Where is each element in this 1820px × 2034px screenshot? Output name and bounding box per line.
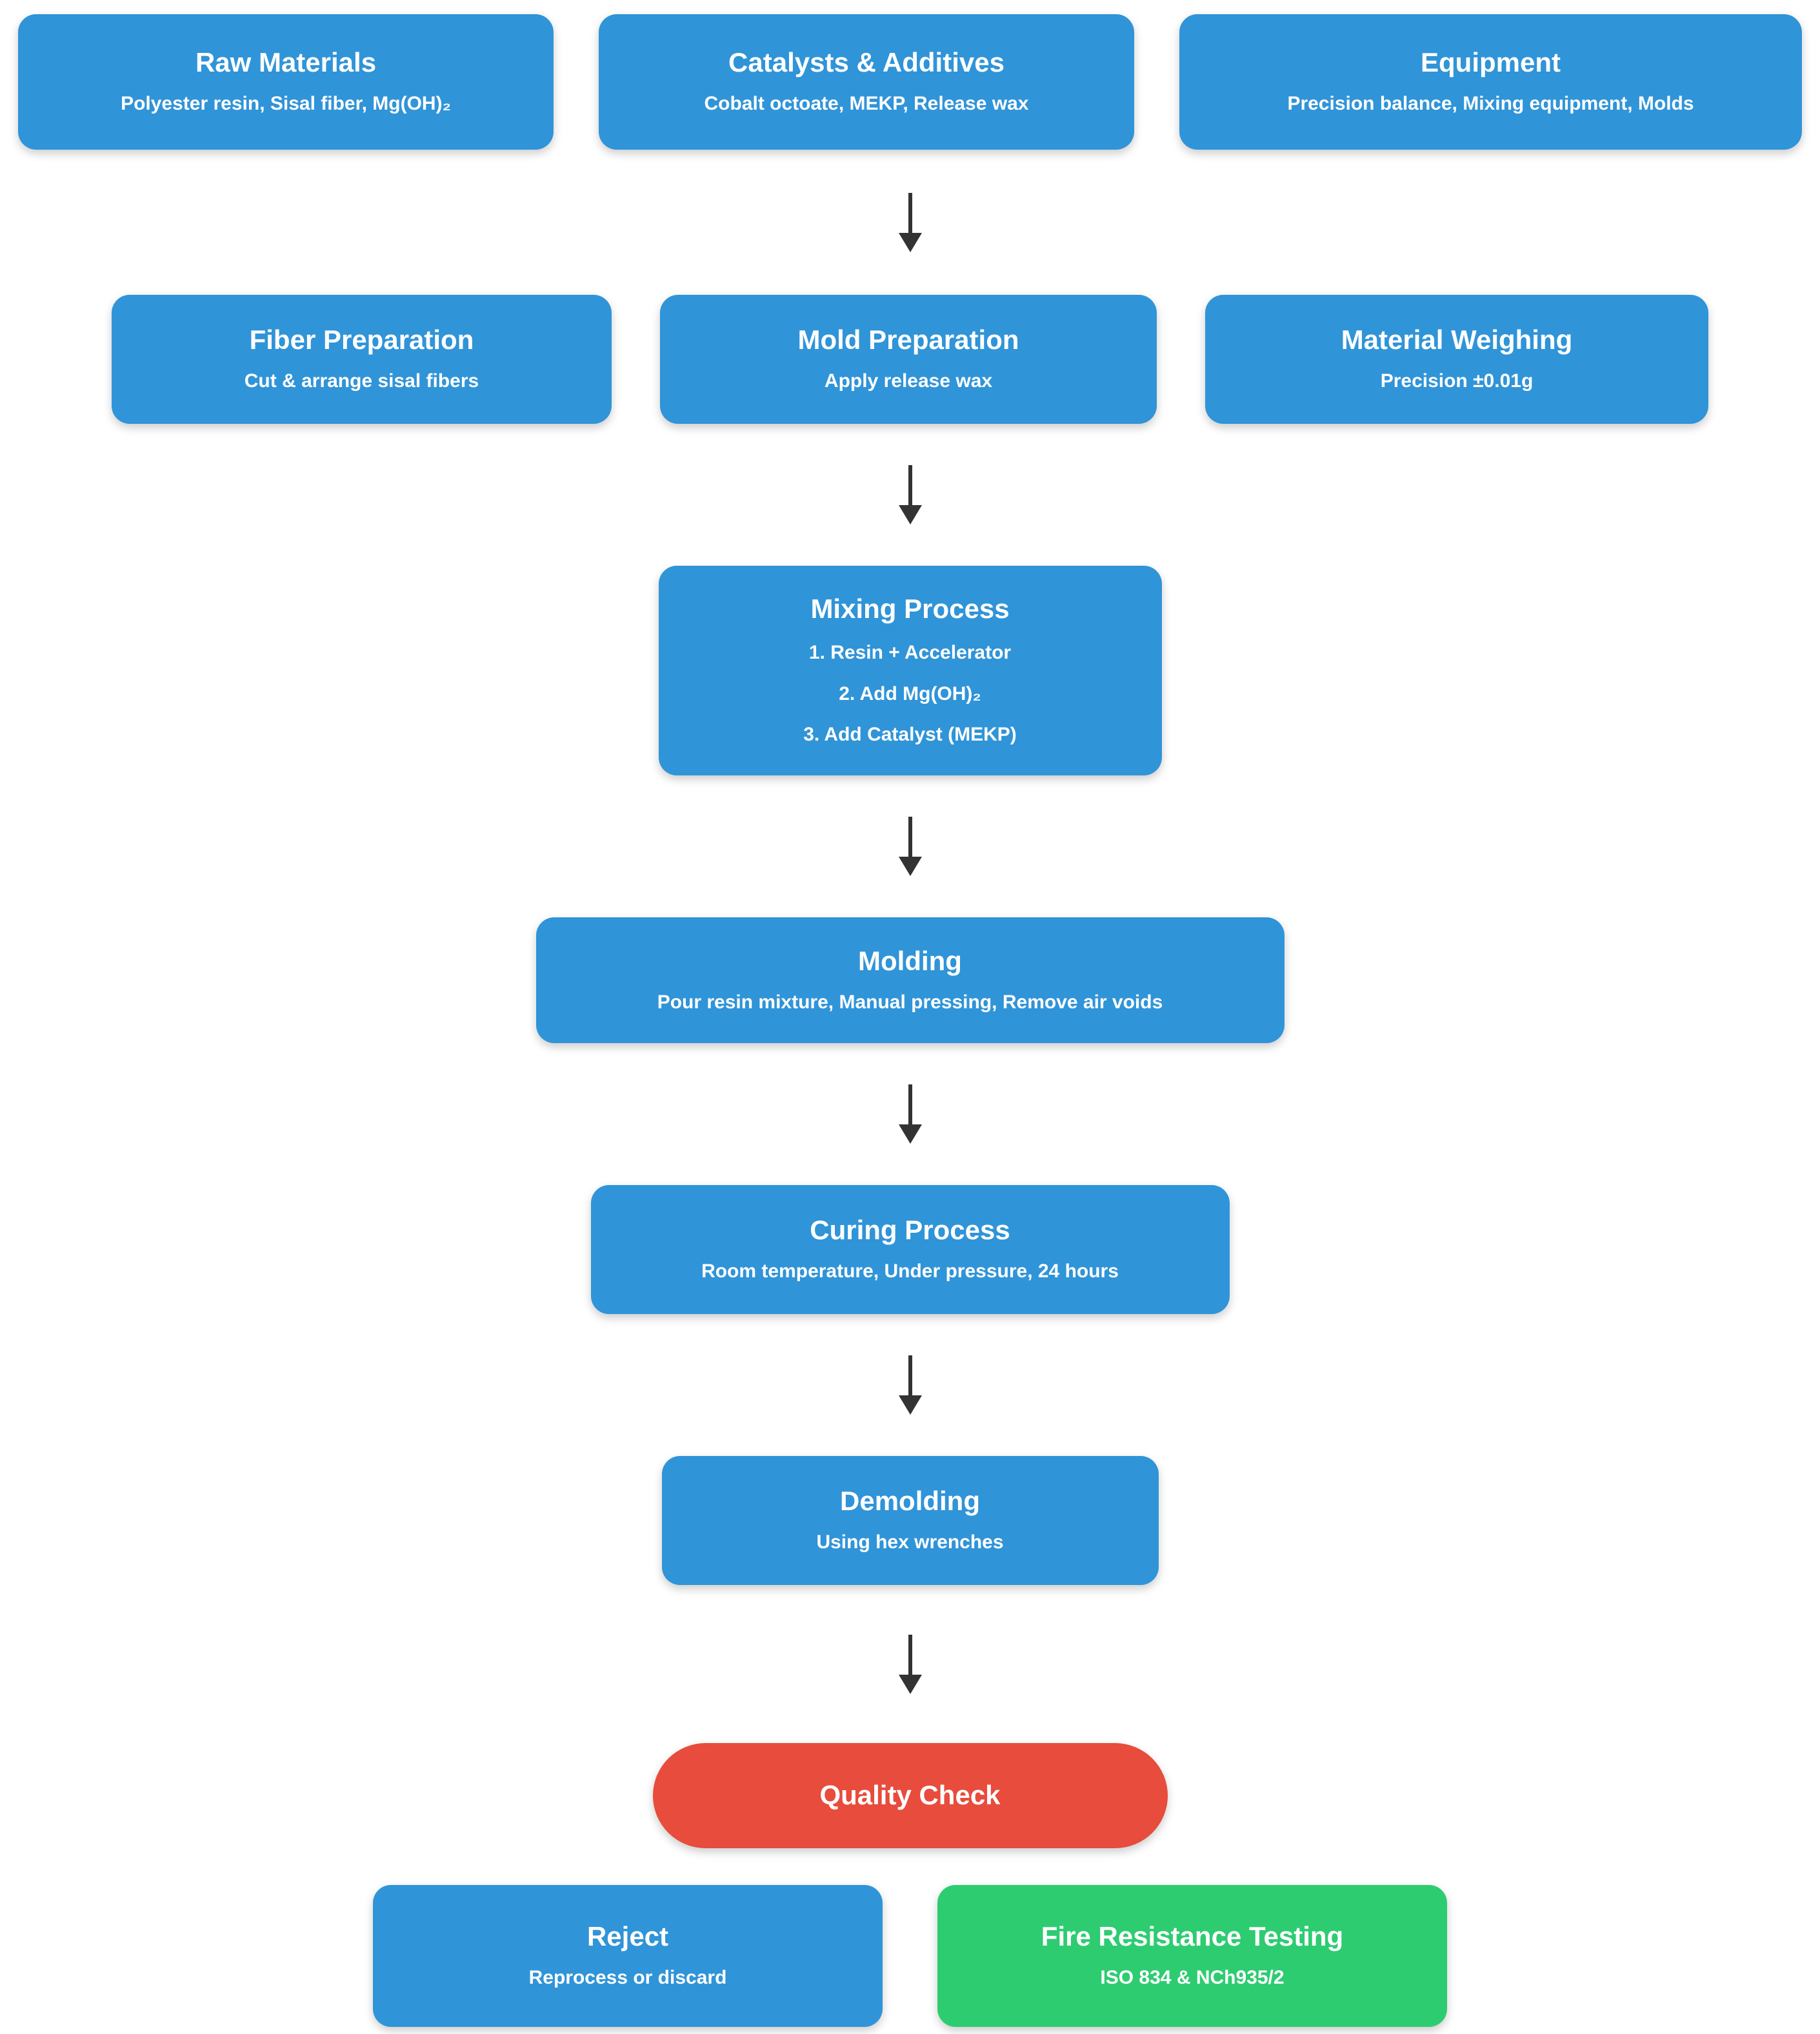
node-mixing-process: Mixing Process 1. Resin + Accelerator 2.… — [658, 566, 1162, 775]
row-curing: Curing Process Room temperature, Under p… — [590, 1185, 1230, 1314]
node-quality-check: Quality Check — [652, 1743, 1168, 1848]
node-catalysts-additives: Catalysts & Additives Cobalt octoate, ME… — [599, 14, 1134, 150]
node-title: Molding — [858, 945, 962, 976]
down-arrow-icon — [898, 465, 922, 524]
down-arrow-icon — [898, 817, 922, 876]
row-inputs: Raw Materials Polyester resin, Sisal fib… — [18, 14, 1802, 150]
node-title: Fiber Preparation — [249, 324, 474, 355]
node-subtitle: ISO 834 & NCh935/2 — [1100, 1967, 1285, 1989]
row-outcomes: Reject Reprocess or discard Fire Resista… — [373, 1885, 1447, 2027]
down-arrow-icon — [898, 1355, 922, 1415]
node-title: Mold Preparation — [797, 324, 1019, 355]
node-mold-preparation: Mold Preparation Apply release wax — [660, 295, 1157, 424]
node-subtitle: Cut & arrange sisal fibers — [244, 370, 479, 392]
node-subtitle: Precision balance, Mixing equipment, Mol… — [1287, 93, 1694, 115]
flow-connector — [896, 1585, 925, 1743]
node-demolding: Demolding Using hex wrenches — [661, 1456, 1159, 1585]
mixing-step-2: 2. Add Mg(OH)₂ — [839, 683, 981, 704]
node-title: Equipment — [1421, 47, 1561, 78]
node-fiber-preparation: Fiber Preparation Cut & arrange sisal fi… — [112, 295, 612, 424]
row-mixing: Mixing Process 1. Resin + Accelerator 2.… — [658, 566, 1162, 775]
down-arrow-icon — [898, 1634, 922, 1694]
node-title: Curing Process — [810, 1215, 1010, 1246]
node-material-weighing: Material Weighing Precision ±0.01g — [1205, 295, 1708, 424]
node-equipment: Equipment Precision balance, Mixing equi… — [1179, 14, 1802, 150]
node-subtitle: Apply release wax — [824, 370, 993, 392]
node-subtitle: Cobalt octoate, MEKP, Release wax — [704, 93, 1029, 115]
node-title: Mixing Process — [810, 593, 1010, 624]
node-raw-materials: Raw Materials Polyester resin, Sisal fib… — [18, 14, 554, 150]
node-curing-process: Curing Process Room temperature, Under p… — [590, 1185, 1230, 1314]
node-fire-resistance-testing: Fire Resistance Testing ISO 834 & NCh935… — [937, 1885, 1447, 2027]
node-reject: Reject Reprocess or discard — [373, 1885, 883, 2027]
node-title: Catalysts & Additives — [728, 47, 1005, 78]
flow-connector — [896, 1314, 925, 1456]
node-subtitle: Polyester resin, Sisal fiber, Mg(OH)₂ — [121, 93, 451, 115]
flow-connector — [896, 775, 925, 917]
down-arrow-icon — [898, 192, 922, 252]
node-title: Demolding — [840, 1486, 980, 1517]
node-title: Raw Materials — [195, 47, 377, 78]
row-demolding: Demolding Using hex wrenches — [661, 1456, 1159, 1585]
node-title: Quality Check — [819, 1780, 1001, 1811]
row-preparation: Fiber Preparation Cut & arrange sisal fi… — [112, 295, 1708, 424]
down-arrow-icon — [898, 1084, 922, 1144]
flow-connector — [896, 1043, 925, 1185]
flow-connector — [896, 150, 925, 295]
node-title: Material Weighing — [1341, 324, 1573, 355]
flow-connector — [896, 424, 925, 566]
node-title: Reject — [586, 1921, 669, 1952]
node-subtitle: Room temperature, Under pressure, 24 hou… — [701, 1261, 1119, 1282]
node-subtitle: Pour resin mixture, Manual pressing, Rem… — [657, 991, 1163, 1013]
mixing-step-3: 3. Add Catalyst (MEKP) — [803, 724, 1017, 746]
row-quality-check: Quality Check — [652, 1743, 1168, 1848]
node-title: Fire Resistance Testing — [1041, 1921, 1344, 1952]
node-subtitle: Reprocess or discard — [528, 1967, 727, 1989]
node-subtitle: Using hex wrenches — [816, 1531, 1004, 1553]
row-molding: Molding Pour resin mixture, Manual press… — [535, 917, 1285, 1043]
node-subtitle: Precision ±0.01g — [1380, 370, 1534, 392]
node-molding: Molding Pour resin mixture, Manual press… — [535, 917, 1285, 1043]
mixing-step-1: 1. Resin + Accelerator — [808, 642, 1012, 664]
